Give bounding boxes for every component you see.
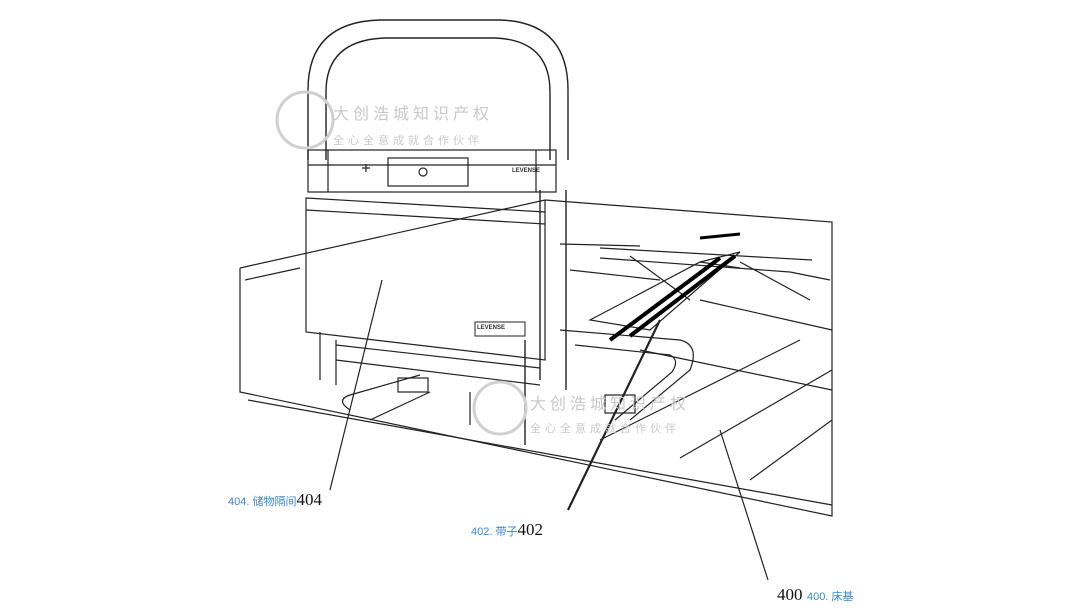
watermark-logo	[275, 90, 528, 436]
label-404-number: 404	[296, 490, 322, 509]
watermark-line1: 大创浩城知识产权	[333, 104, 494, 123]
brand-mark-pocket: LEVENSE	[477, 325, 506, 331]
bed-base	[239, 199, 833, 517]
label-400-caption: 400. 床基	[806, 591, 854, 603]
lower-tubes	[335, 329, 694, 425]
watermark-line1-center: 大创浩城知识产权	[530, 394, 691, 413]
control-bar	[307, 149, 557, 193]
label-400: 400 400. 床基	[777, 585, 853, 605]
label-404: 404. 储物隔间404	[228, 490, 322, 510]
label-402-number: 402	[517, 520, 543, 539]
label-400-number: 400	[777, 585, 803, 604]
leader-line-404	[329, 279, 383, 491]
label-404-caption: 404. 储物隔间	[228, 496, 297, 508]
brand-mark: LEVENSE	[512, 168, 541, 174]
handle-frame	[307, 19, 569, 445]
leader-line-402	[567, 319, 661, 511]
label-402-caption: 402. 带子	[471, 526, 518, 538]
strap	[588, 232, 741, 342]
label-402: 402. 带子402	[471, 520, 543, 540]
watermark-line2: 全心全意成就合作伙伴	[333, 134, 483, 147]
storage-compartment	[305, 197, 546, 385]
leader-line-400	[719, 429, 769, 581]
watermark-line2-center: 全心全意成就合作伙伴	[530, 422, 680, 435]
